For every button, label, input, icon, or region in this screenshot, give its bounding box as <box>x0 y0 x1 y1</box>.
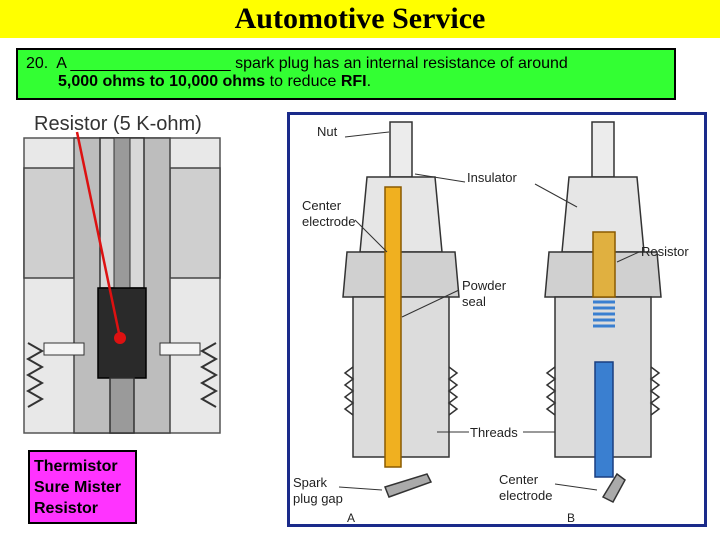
powder-seal-label-line1: Powder <box>462 278 507 293</box>
center-electrode-a <box>384 186 402 468</box>
insulator-label: Insulator <box>467 170 518 185</box>
question-text-c: to reduce <box>269 73 337 90</box>
nut-label: Nut <box>317 124 338 139</box>
answer-line-3: Resistor <box>34 500 99 517</box>
answer-line-2: Sure Mister <box>34 479 122 496</box>
question-number: 20. <box>26 55 49 72</box>
question-text-b: spark plug has an internal resistance of… <box>235 55 568 72</box>
answer-line-1: Thermistor <box>34 458 118 475</box>
question-period: . <box>366 73 372 90</box>
threads-label: Threads <box>470 425 518 440</box>
title-bar: Automotive Service <box>0 0 720 38</box>
ohms-range: 5,000 ohms to 10,000 ohms <box>58 73 266 90</box>
answer-blank: __________________ <box>70 55 231 72</box>
powder-seal-label-line2: seal <box>462 294 486 309</box>
plug-a <box>342 121 460 498</box>
question-line-1: 20. A __________________ spark plug has … <box>26 55 666 73</box>
center-electrode-label-line1: Center <box>302 198 342 213</box>
page-title: Automotive Service <box>234 2 486 35</box>
center-electrode-b <box>594 361 614 478</box>
plug-b-label: B <box>567 511 575 525</box>
answer-box: Thermistor Sure Mister Resistor <box>28 450 137 524</box>
plug-a-label: A <box>347 511 355 525</box>
resistor-label: Resistor (5 K-ohm) <box>34 113 202 135</box>
resistor-plug-cutaway: Resistor (5 K-ohm) <box>22 108 227 438</box>
center-electrode-b-label-line2: electrode <box>499 488 552 503</box>
center-electrode-b-label-line1: Center <box>499 472 539 487</box>
spark-plug-diagram: Nut Insulator Center electrode Resistor … <box>287 112 707 527</box>
resistor-element-b <box>592 231 616 298</box>
resistor-pointer-dot <box>114 332 126 344</box>
plug-b <box>544 121 662 503</box>
spark-gap-label-line2: plug gap <box>293 491 343 506</box>
resistor-pointer <box>75 131 122 339</box>
resistor-label-b: Resistor <box>641 244 689 259</box>
question-box: 20. A __________________ spark plug has … <box>16 48 676 100</box>
spark-gap-label-line1: Spark <box>293 475 327 490</box>
rfi-term: RFI <box>340 73 367 90</box>
question-text-a: A <box>56 55 67 72</box>
center-electrode-label-line2: electrode <box>302 214 355 229</box>
question-line-2: 5,000 ohms to 10,000 ohms to reduce RFI. <box>26 73 666 91</box>
